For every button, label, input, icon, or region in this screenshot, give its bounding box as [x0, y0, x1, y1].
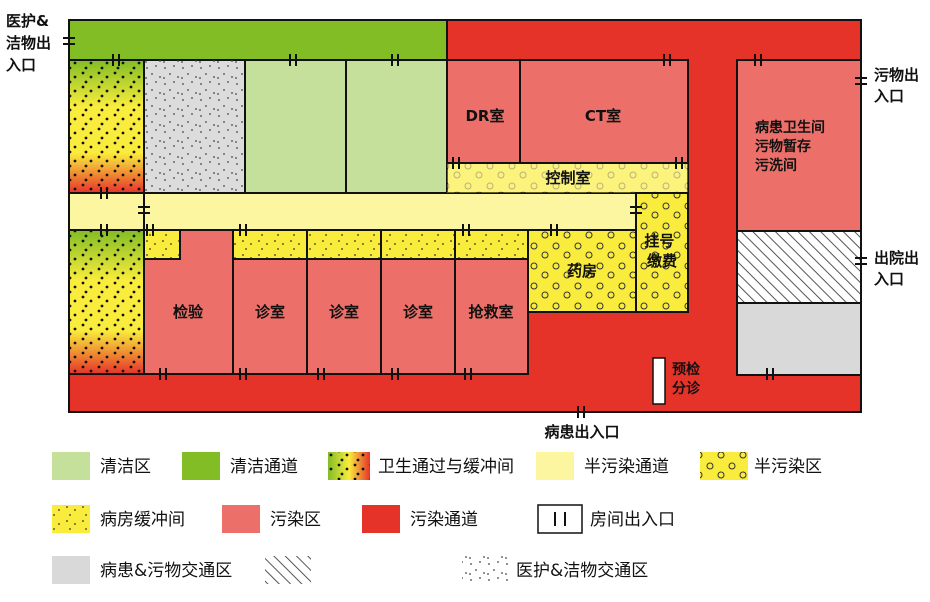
label-toilet-line3: 污洗间: [755, 157, 797, 174]
label-toilet: 病患卫生间 污物暂存 污洗间: [755, 119, 830, 174]
label-register-line1: 挂号: [644, 232, 674, 250]
legend-label-ward-buffer: 病房缓冲间: [100, 510, 185, 530]
clean-zone-1: [244, 59, 347, 194]
patient-toilet-room: [736, 59, 862, 232]
label-register: 挂号 缴费: [644, 232, 679, 270]
legend-label-room-entrance: 房间出入口: [590, 510, 675, 530]
semi-corridor-main: [143, 192, 637, 231]
ward-buffer-1: [143, 229, 181, 260]
label-register-line2: 缴费: [647, 252, 677, 270]
label-entrance-staff: 医护& 洁物出 入口: [6, 12, 56, 74]
legend-label-clean-zone: 清洁区: [100, 457, 151, 477]
label-entrance-waste: 污物出 入口: [874, 66, 924, 105]
label-triage-line1: 预检: [672, 361, 700, 378]
label-ct: CT室: [585, 107, 621, 125]
legend-label-semi-zone: 半污染区: [754, 457, 822, 477]
legend-swatch-clean-zone: [52, 452, 90, 480]
ward-buffer-3: [306, 229, 382, 260]
legend-swatch-clean-corridor: [182, 452, 220, 480]
patient-waste-traffic-zone: [736, 302, 862, 376]
legend-label-clean-corridor: 清洁通道: [230, 457, 298, 477]
lab-room: [143, 229, 234, 375]
ward-buffer-2: [232, 229, 308, 260]
door-markers: [63, 37, 867, 418]
legend-swatch-discharge: [265, 556, 311, 584]
legend-label-patient-waste: 病患&污物交通区: [100, 561, 232, 581]
label-entrance-patient: 病患出入口: [544, 423, 619, 441]
entrance-discharge-line2: 入口: [874, 270, 904, 288]
legend-label-contaminated-corridor: 污染通道: [410, 510, 478, 530]
label-toilet-line1: 病患卫生间: [755, 119, 825, 136]
legend-swatch-semi-corridor: [536, 452, 574, 480]
legend-swatch-semi-zone: [700, 452, 748, 480]
entrance-waste-line2: 入口: [874, 87, 904, 105]
register-room: [635, 192, 689, 313]
label-pharmacy: 药房: [567, 262, 597, 280]
door-icon: [554, 512, 566, 526]
entrance-labels: 医护& 洁物出 入口 污物出 入口 出院出 入口 病患出入口: [6, 12, 924, 441]
entrance-staff-line3: 入口: [6, 56, 36, 74]
legend-label-semi-corridor: 半污染通道: [584, 457, 669, 477]
label-control: 控制室: [545, 169, 590, 187]
floor-plan: DR室 CT室 控制室 病患卫生间 污物暂存 污洗间 药房 挂号 缴费 检验 诊…: [6, 12, 924, 441]
rescue-room: [454, 258, 529, 375]
consult-room-1: [232, 258, 308, 375]
legend-swatch-contaminated-corridor: [362, 505, 400, 533]
room-labels: DR室 CT室 控制室 病患卫生间 污物暂存 污洗间 药房 挂号 缴费 检验 诊…: [173, 107, 830, 397]
entrance-discharge-line1: 出院出: [874, 249, 919, 267]
entrance-staff-line1: 医护&: [6, 12, 49, 30]
label-triage: 预检 分诊: [672, 361, 705, 397]
legend-label-staff-clean: 医护&洁物交通区: [516, 561, 648, 581]
legend-swatch-contaminated-zone: [222, 505, 260, 533]
label-consult-2: 诊室: [329, 303, 359, 321]
label-triage-line2: 分诊: [672, 380, 701, 397]
ward-buffer-4: [380, 229, 456, 260]
clean-corridor-area: [68, 19, 448, 61]
label-toilet-line2: 污物暂存: [755, 138, 811, 155]
discharge-traffic-zone: [736, 230, 862, 304]
consult-room-3: [380, 258, 456, 375]
legend-swatch-patient-waste: [52, 556, 90, 584]
legend: 清洁区 清洁通道 卫生通过与缓冲间 半污染通道 半污染区 病房缓冲间 污染区 污…: [52, 452, 822, 584]
label-consult-3: 诊室: [403, 303, 433, 321]
triage-kiosk: [652, 357, 666, 405]
consult-room-2: [306, 258, 382, 375]
clean-zone-2: [345, 59, 448, 194]
label-consult-1: 诊室: [255, 303, 285, 321]
label-lab: 检验: [173, 303, 204, 321]
label-dr: DR室: [465, 107, 504, 125]
ct-room: [519, 59, 689, 164]
label-entrance-discharge: 出院出 入口: [874, 249, 924, 288]
entrance-waste-line1: 污物出: [874, 66, 919, 84]
legend-swatch-ward-buffer: [52, 505, 90, 533]
legend-label-sanitary-buffer: 卫生通过与缓冲间: [378, 457, 514, 477]
label-rescue: 抢救室: [468, 303, 513, 321]
legend-label-contaminated-zone: 污染区: [270, 510, 321, 530]
ward-buffer-5: [454, 229, 529, 260]
legend-swatch-room-entrance: [537, 504, 583, 534]
entrance-staff-line2: 洁物出: [6, 34, 51, 52]
